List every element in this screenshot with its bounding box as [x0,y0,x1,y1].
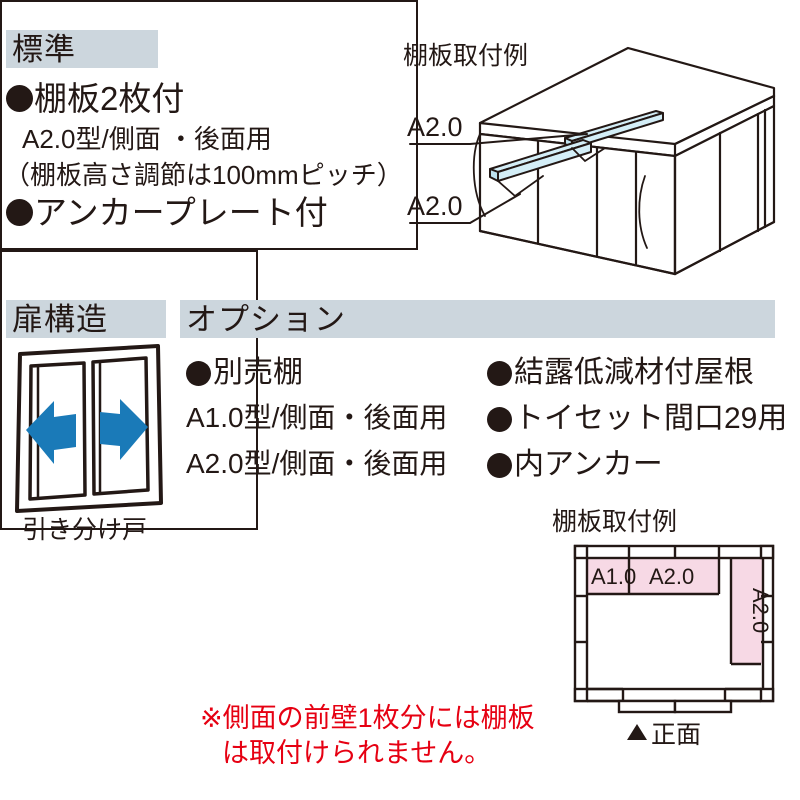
bullet-dot-icon [6,85,33,112]
floor-plan-title: 棚板取付例 [552,508,678,536]
standard-bullet-shelf-label: 棚板2枚付 [34,80,185,117]
option-item-label: トイセット間口29用 [514,402,788,435]
door-structure-header: 扉構造 [6,300,166,338]
left-arrow-icon [26,401,76,464]
warning-note-line-2: は取付けられません。 [222,738,492,768]
option-item-toilet-set: トイセット間口29用 [487,404,787,434]
option-item-separate-shelf: 別売棚 [186,358,303,388]
right-arrow-icon [100,399,148,460]
option-item-a20-shelf: A2.0型/側面・後面用 [186,448,448,479]
plan-front-label: 正面 [651,721,701,749]
plan-label-a20-side: A2.0 [748,588,773,633]
standard-bullet-anchor: アンカープレート付 [6,196,328,229]
options-section-header: オプション [180,300,775,338]
floor-plan-illustration: A1.0 A2.0 A2.0 正面 [573,544,775,749]
shelf-example-3d-title: 棚板取付例 [403,42,529,70]
front-direction-triangle-icon [627,724,647,740]
bullet-dot-icon [487,406,512,432]
option-item-label: 別売棚 [213,356,303,389]
options-header-label: オプション [186,301,346,337]
option-item-label: 内アンカー [514,448,663,481]
shelf-example-3d-illustration: A2.0 A2.0 [407,46,776,276]
plan-label-a10: A1.0 [591,564,636,589]
door-structure-caption: 引き分け戸 [22,516,148,544]
plan-label-a20-top: A2.0 [649,564,694,589]
bullet-dot-icon [487,452,512,478]
standard-section-header: 標準 [6,30,158,68]
option-item-condensation-roof: 結露低減材付屋根 [487,358,754,388]
door-structure-header-label: 扉構造 [12,301,108,337]
standard-bullet-shelf: 棚板2枚付 [6,82,184,115]
bullet-dot-icon [487,360,512,386]
plan-shelf-a20-top [629,558,719,594]
bullet-dot-icon [186,360,211,386]
standard-shelf-pitch-note: （棚板高さ調節は100mmピッチ） [4,160,403,190]
bullet-dot-icon [6,199,33,226]
door-structure-illustration [15,344,163,513]
shelf-3d-label-upper: A2.0 [407,112,463,142]
standard-shelf-type-note: A2.0型/側面 ・後面用 [22,124,272,154]
option-item-label: 結露低減材付屋根 [514,356,754,389]
shelf-3d-label-lower: A2.0 [407,191,463,221]
option-item-inner-anchor: 内アンカー [487,450,663,480]
option-item-a10-shelf: A1.0型/側面・後面用 [186,402,448,433]
standard-header-label: 標準 [12,31,76,67]
warning-note-line-1: ※側面の前壁1枚分には棚板 [200,703,535,733]
plan-shelf-a10 [587,558,629,594]
standard-bullet-anchor-label: アンカープレート付 [34,194,328,231]
plan-shelf-a20-side [731,558,763,664]
